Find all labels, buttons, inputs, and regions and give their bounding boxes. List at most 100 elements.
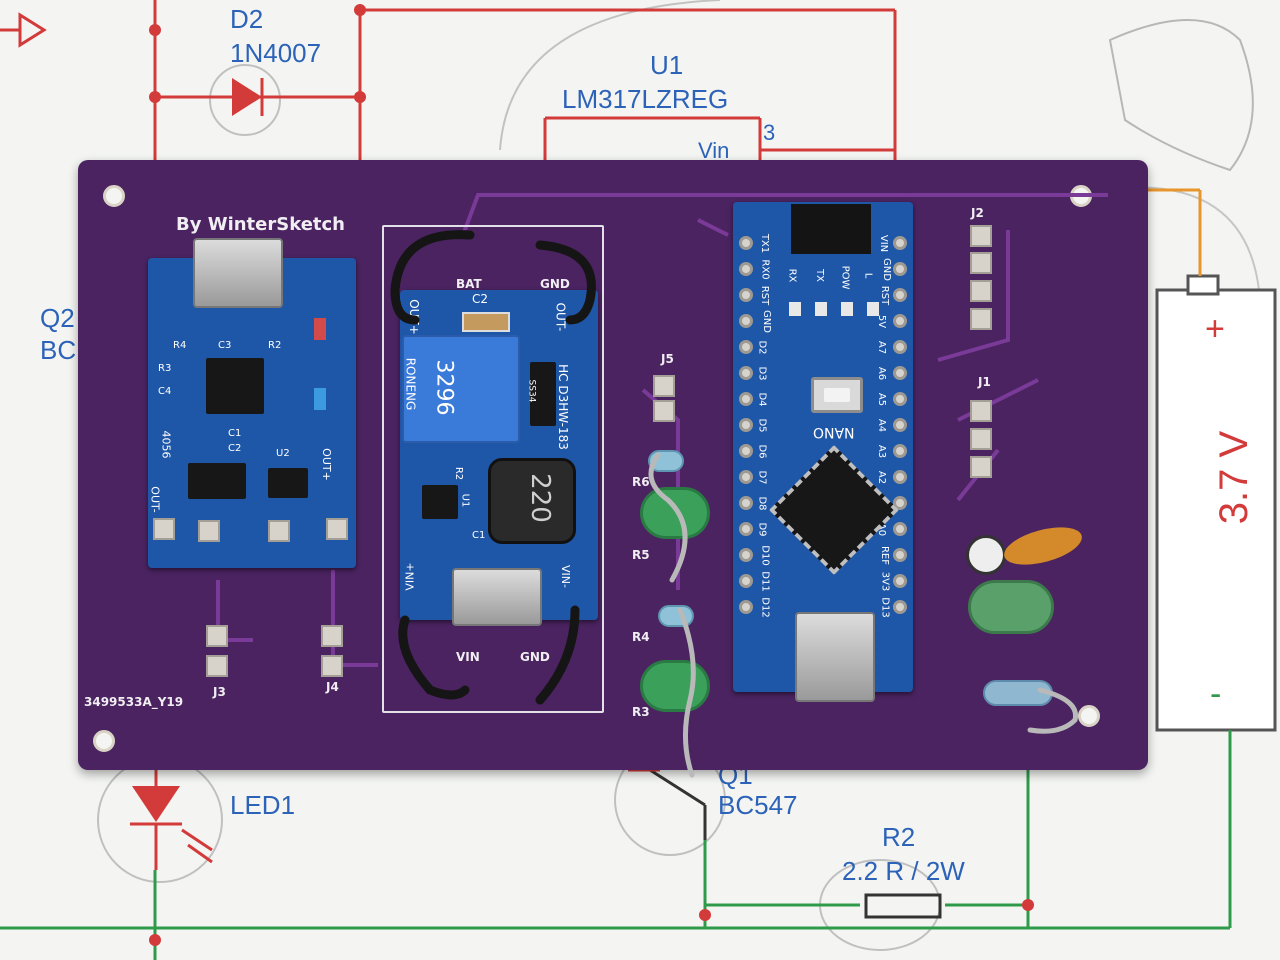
- nano-pin: [893, 236, 907, 250]
- j2-label: J2: [971, 206, 984, 220]
- pin-label: A7: [876, 340, 888, 355]
- j2-pad: [970, 225, 992, 247]
- nano-pin: [739, 574, 753, 588]
- battery-minus: -: [1210, 675, 1222, 713]
- pin-label: D8: [756, 496, 768, 511]
- r2-ref: R2: [882, 822, 916, 852]
- r4-label: R4: [632, 630, 650, 644]
- reset-button-cap[interactable]: [824, 388, 850, 402]
- nano-pin: [739, 314, 753, 328]
- j4-label: J4: [326, 680, 339, 694]
- nano-pin: [739, 418, 753, 432]
- j2-pad: [970, 252, 992, 274]
- j3-pad: [206, 655, 228, 677]
- reset-button[interactable]: [811, 377, 863, 413]
- nano-pin: [893, 262, 907, 276]
- status-led: [789, 302, 801, 316]
- nano-left-labels: TX1 RX0 RST GND D2 D3 D4 D5 D6 D7 D8 D9 …: [755, 232, 773, 632]
- nano-pin: [739, 340, 753, 354]
- pin-label: D5: [756, 418, 768, 433]
- bat-label: BAT: [456, 277, 482, 291]
- charger-label: C3: [218, 340, 232, 351]
- pin-label: TX1: [759, 233, 771, 254]
- pin-label: GND: [760, 310, 772, 333]
- diode-chip: SS34: [526, 362, 556, 426]
- q2-ref: Q2: [40, 303, 75, 333]
- charger-label: R2: [268, 340, 282, 351]
- arduino-nano: TX1 RX0 RST GND D2 D3 D4 D5 D6 D7 D8 D9 …: [733, 202, 913, 702]
- gnd-bottom-label: GND: [520, 650, 550, 664]
- order-id-silkscreen: 3499533A_Y19: [84, 695, 184, 709]
- status-led: [867, 302, 879, 316]
- protection-ic: [188, 463, 246, 499]
- trimmer-potentiometer[interactable]: RONENG 3296: [402, 335, 520, 443]
- nano-pin: [739, 496, 753, 510]
- resistor-r3: [640, 660, 710, 712]
- pin-label: RST: [879, 285, 891, 306]
- r3-label: R3: [632, 705, 650, 719]
- pin-label: D2: [756, 340, 768, 355]
- nano-pin: [893, 366, 907, 380]
- pin-label: D3: [756, 366, 768, 381]
- led-label: L: [862, 272, 874, 279]
- nano-pin: [893, 392, 907, 406]
- charger-label: R4: [173, 340, 187, 351]
- pin-label: D12: [759, 597, 771, 618]
- vin-label-pcb: VIN: [456, 650, 480, 664]
- vin-label: Vin: [698, 138, 730, 163]
- nano-pin: [739, 288, 753, 302]
- done-led: [314, 388, 326, 410]
- usb-c-port[interactable]: [193, 238, 283, 308]
- pin-label: GND: [880, 258, 892, 281]
- pin-label: 3V3: [879, 571, 891, 592]
- nano-name: NANO: [813, 424, 855, 440]
- boost-c2: C2: [472, 292, 489, 306]
- charger-label: C1: [228, 428, 242, 439]
- nano-pin: [893, 444, 907, 458]
- mounting-hole: [103, 185, 125, 207]
- j3-label: J3: [213, 685, 226, 699]
- mini-usb-port[interactable]: [795, 612, 875, 702]
- u1-ref: U1: [650, 50, 684, 80]
- nano-pin: [739, 262, 753, 276]
- led-ref: LED1: [230, 790, 296, 820]
- pin-label: D7: [756, 470, 768, 485]
- pin-label: D4: [756, 392, 768, 407]
- nano-pin: [739, 444, 753, 458]
- pin-label: A4: [876, 418, 888, 433]
- j1-pad: [970, 456, 992, 478]
- charger-pad: [326, 518, 348, 540]
- pin-label: A5: [876, 392, 888, 407]
- pin-label: D11: [759, 571, 771, 592]
- nano-pin: [893, 600, 907, 614]
- nano-pin: [893, 548, 907, 562]
- pin-label: 5V: [876, 314, 888, 329]
- nano-pin: [893, 340, 907, 354]
- r6-label: R6: [632, 475, 650, 489]
- nano-pin: [893, 418, 907, 432]
- charger-ic: [206, 358, 264, 414]
- charger-pad: [153, 518, 175, 540]
- boost-module: OUT+ OUT- C2 RONENG 3296 HC D3HW-183 SS3…: [400, 290, 598, 626]
- charger-pad: [198, 520, 220, 542]
- j1-pad: [970, 400, 992, 422]
- gnd-top-label: GND: [540, 277, 570, 291]
- mounting-hole: [1078, 705, 1100, 727]
- j5-label: J5: [661, 352, 674, 366]
- j4-pad: [321, 655, 343, 677]
- u1-value: LM317LZREG: [562, 84, 729, 114]
- boost-ic: [422, 485, 458, 519]
- j5-pad: [653, 375, 675, 397]
- pin-label: A3: [876, 444, 888, 459]
- micro-usb-port[interactable]: [452, 568, 542, 626]
- j5-pad: [653, 400, 675, 422]
- pin-label: D6: [756, 444, 768, 459]
- j2-pad: [970, 280, 992, 302]
- nano-right-labels: VIN GND RST 5V A7 A6 A5 A4 A3 A2 A1 A0 R…: [875, 232, 893, 632]
- nano-pin: [739, 392, 753, 406]
- pin-label: RX0: [759, 259, 771, 280]
- charger-label: C2: [228, 443, 242, 454]
- mounting-hole: [93, 730, 115, 752]
